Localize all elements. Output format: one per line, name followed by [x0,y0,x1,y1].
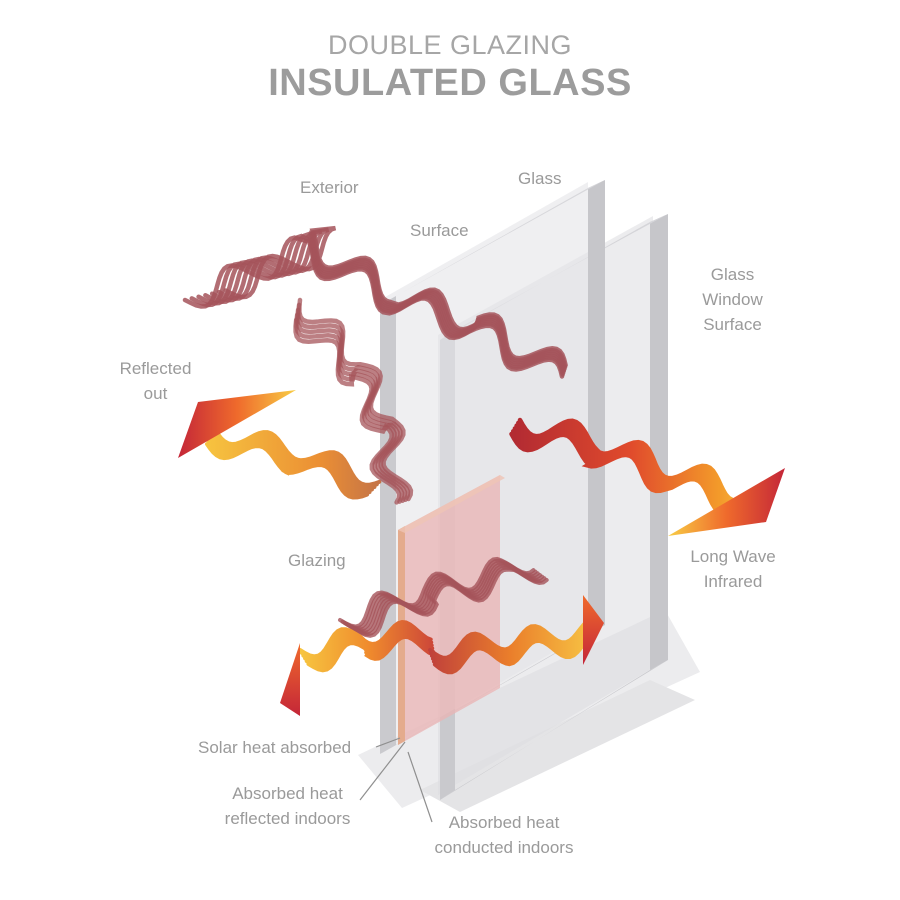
reflected-indoors-waves [298,619,436,673]
reflected-out-arrow-icon [178,390,296,458]
heat-wave-icon [213,428,382,487]
heat-wave-icon [352,567,549,638]
label-surface: Surface [410,221,469,240]
label-absorbed-heat-conducted-line2: conducted indoors [434,838,574,857]
heat-wave-icon [431,630,589,669]
label-long-wave-infrared: Long Wave Infrared [678,544,788,594]
label-absorbed-heat-conducted-line1: Absorbed heat [448,813,560,832]
heat-wave-icon [293,317,402,505]
label-reflected-out-line2: out [143,384,168,403]
label-glazing: Glazing [288,551,346,570]
label-glass-window-surface: Glass Window Surface [690,262,775,337]
heat-wave-icon [350,565,547,637]
absorbed-heat-waves [338,556,549,638]
label-reflected-out-line1: Reflected [119,359,192,378]
label-absorbed-heat-reflected-line2: reflected indoors [224,809,351,828]
heat-wave-icon [211,430,379,490]
label-glass-window-surface-line3: Surface [703,315,762,334]
label-reflected-out: Reflected out [108,356,203,406]
heat-wave-icon [342,560,540,632]
leader-lines [359,737,433,823]
label-absorbed-heat-conducted-indoors: Absorbed heat conducted indoors [418,810,590,860]
heat-wave-icon [223,225,568,368]
long-wave-infrared-waves [509,417,758,517]
title-insulated-glass: INSULATED GLASS [268,62,632,104]
long-wave-infrared-arrow-icon [668,468,785,536]
heat-wave-icon [430,627,588,666]
label-solar-heat-absorbed: Solar heat absorbed [198,738,352,757]
label-glass-window-surface-line2: Window [702,290,763,309]
label-long-wave-infrared-line1: Long Wave [690,547,776,566]
heat-wave-icon [432,636,591,675]
label-absorbed-heat-reflected-line1: Absorbed heat [232,784,343,803]
conducted-indoors-waves [428,621,591,675]
heat-wave-icon [306,634,436,673]
label-glass: Glass [518,169,562,188]
heat-wave-icon [428,621,587,660]
incoming-solar-waves [182,225,568,505]
conducted-indoors-arrow-icon [583,595,604,665]
title-double-glazing: DOUBLE GLAZING [327,30,573,60]
heat-wave-icon [429,624,588,663]
heat-wave-icon [340,558,538,631]
heat-wave-icon [509,431,747,517]
label-glass-window-surface-line1: Glass [710,265,755,284]
reflected-indoors-arrow-icon [280,643,300,716]
heat-wave-icon [432,633,590,672]
reflected-out-waves [205,428,382,500]
label-long-wave-infrared-line2: Infrared [703,572,763,591]
heat-wave-icon [298,619,433,659]
heat-wave-icon [205,442,369,500]
label-exterior: Exterior [300,178,359,197]
heat-wave-icon [338,556,536,629]
label-absorbed-heat-reflected-indoors: Absorbed heat reflected indoors [210,781,365,831]
